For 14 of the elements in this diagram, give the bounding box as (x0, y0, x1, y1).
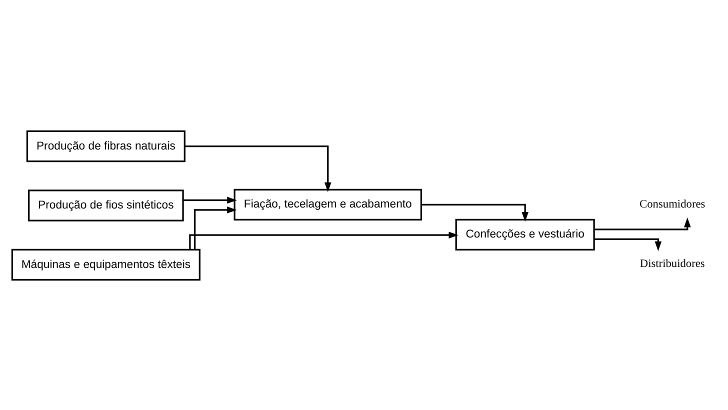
node-box: Confecções e vestuário (455, 218, 595, 250)
node-text: Distribuidores (640, 257, 705, 270)
arrow (194, 206, 237, 249)
node-box: Produção de fios sintéticos (28, 189, 184, 221)
arrow (594, 238, 662, 251)
arrow (184, 144, 332, 192)
arrow (189, 231, 458, 250)
node-box: Fiação, tecelagem e acabamento (234, 188, 422, 220)
arrow (594, 216, 691, 230)
arrow (421, 203, 528, 222)
node-text: Consumidores (640, 198, 706, 210)
arrow (183, 196, 237, 204)
node-box: Máquinas e equipamentos têxteis (11, 248, 200, 280)
node-box: Produção de fibras naturais (26, 130, 186, 162)
